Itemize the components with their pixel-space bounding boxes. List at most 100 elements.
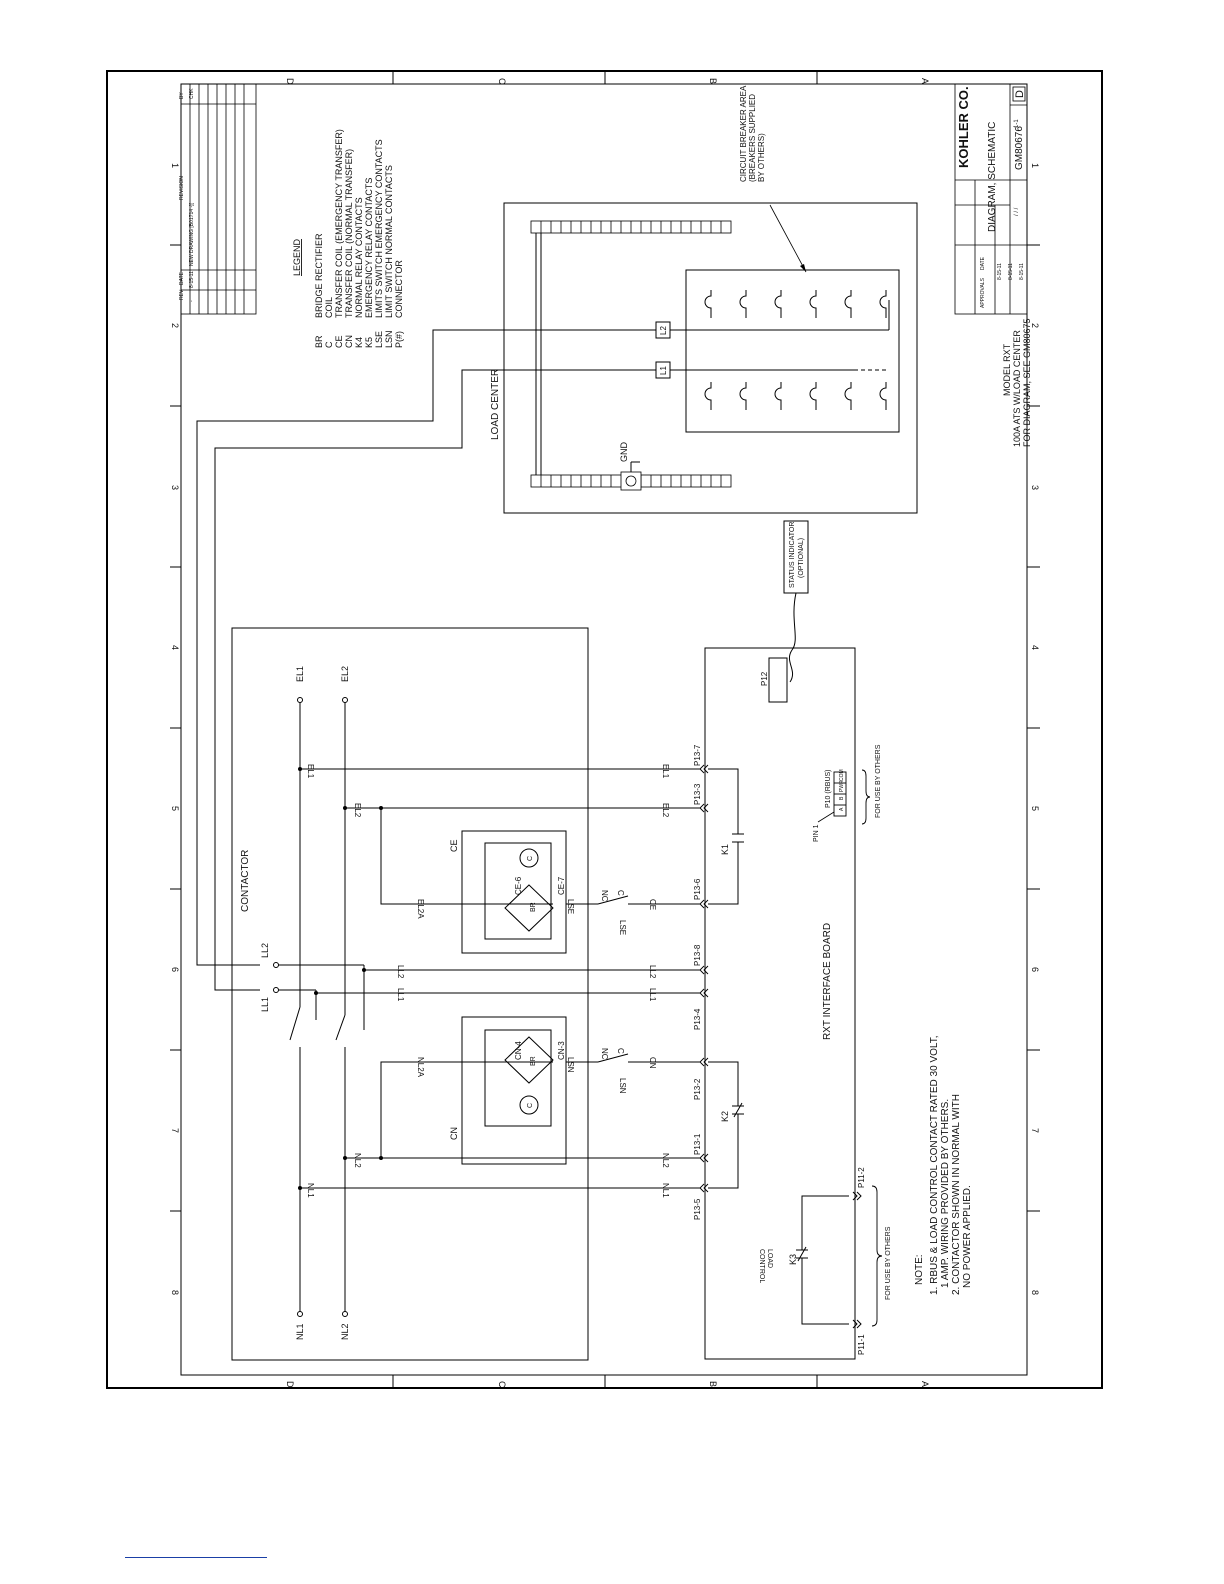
zone-label: A (920, 1381, 930, 1387)
k2-label: K2 (720, 1111, 730, 1122)
cn-coil-box (461, 1016, 567, 1165)
zone-number: 1 (170, 163, 180, 168)
p11-1-label: P11-1 (857, 1334, 866, 1355)
legend-desc: EMERGENCY RELAY CONTACTS (364, 178, 374, 318)
legend: LEGEND BR C CE CN K4 K5 LSE LSN P(#) BRI… (292, 129, 404, 348)
breaker-note: CIRCUIT BREAKER AREA (BREAKERS SUPPLIED … (739, 85, 766, 182)
load-center (503, 202, 918, 514)
p10-pin: PWR (839, 780, 845, 792)
p11-for-use: FOR USE BY OTHERS (885, 1226, 892, 1300)
zone-label: B (708, 78, 718, 84)
cn-term-a: CN-4 (514, 1041, 523, 1060)
zone-number: 4 (1030, 645, 1040, 650)
cn-coil (519, 1095, 539, 1115)
rev-header: REV (179, 289, 185, 300)
zone-letters-top: D C B A D C B A (285, 78, 930, 1388)
status-indicator (783, 520, 809, 594)
l1-label: L1 (659, 366, 668, 375)
neutral-bar-rails (535, 233, 640, 475)
zone-label: C (497, 1381, 507, 1388)
l2-label: L2 (659, 326, 668, 335)
zone-number: 3 (170, 485, 180, 490)
nl1-terminal: NL1 (295, 1323, 305, 1340)
wire-label: LSE (566, 899, 575, 914)
wire-label: EL2A (416, 899, 425, 919)
zone-number: 6 (170, 967, 180, 972)
wire-label: LSN (566, 1057, 575, 1073)
zone-ticks (170, 71, 1040, 1388)
breaker-note-line: BY OTHERS) (757, 133, 766, 182)
zone-label: D (285, 78, 295, 85)
p10-label: P10 (RBUS) (825, 769, 832, 808)
rev-header: BY (179, 92, 185, 99)
ce-term-b: CE-7 (557, 876, 566, 895)
zone-number: 6 (1030, 967, 1040, 972)
title-block (954, 83, 1028, 315)
wire-label: LL1 (396, 988, 405, 1002)
legend-desc: LIMIT SWITCH NORMAL CONTACTS (384, 165, 394, 318)
zone-label: D (285, 1381, 295, 1388)
el2-terminal: EL2 (340, 666, 350, 682)
zone-number: 4 (170, 645, 180, 650)
wire-label: NL1 (661, 1183, 670, 1198)
scale-value: / / / (1014, 207, 1020, 216)
wire-label: EL2 (661, 803, 670, 818)
status-indicator-line: (OPTIONAL) (798, 538, 805, 578)
zone-label: B (708, 1381, 718, 1387)
load-control-line: LOAD (766, 1249, 773, 1268)
cn-coil-letter: C (527, 1103, 534, 1108)
wire-labels: EL1 EL1 EL2 EL2 EL2A LSE CE LL2 LL2 LL1 … (306, 764, 670, 1198)
note-line: 1. RBUS & LOAD CONTROL CONTACT RATED 30 … (929, 1036, 940, 1296)
ll1-terminal: LL1 (260, 997, 270, 1012)
board-connectors: P13-7 P13-3 P13-6 P13-8 P13-4 P13-2 P13-… (693, 744, 702, 1220)
legend-code: CE (334, 335, 344, 348)
switch-label: LSN (618, 1078, 627, 1094)
pin-label: P13-3 (693, 783, 702, 805)
k3-label: K3 (788, 1254, 798, 1265)
switch-label: LSE (618, 920, 627, 935)
zone-number: 5 (170, 806, 180, 811)
k3-wiring (796, 1191, 862, 1329)
model-note: MODEL RXT 100A ATS W/LOAD CENTER FOR DIA… (1002, 318, 1032, 447)
ce-br-label: BR (530, 902, 537, 912)
wire-label: CN (648, 1057, 657, 1069)
wire-label: EL1 (661, 764, 670, 779)
neutral-bar-top (530, 220, 732, 234)
legend-code: LSE (374, 331, 384, 348)
legend-code: K5 (364, 337, 374, 348)
ce-label: CE (449, 839, 459, 852)
drawing-title: DIAGRAM, SCHEMATIC (987, 122, 998, 232)
p10-pins: A B PWR COM (839, 769, 845, 811)
zone-number: 8 (170, 1290, 180, 1295)
zone-number: 7 (1030, 1128, 1040, 1133)
note-line: 1 AMP. WIRING PROVIDED BY OTHERS. (940, 1099, 951, 1288)
status-cable (788, 592, 797, 683)
model-line: MODEL RXT (1002, 343, 1012, 396)
zone-number: 1 (1030, 163, 1040, 168)
zone-number: 3 (1030, 485, 1040, 490)
arrow-head (800, 264, 806, 272)
breaker-note-line: CIRCUIT BREAKER AREA (739, 85, 748, 182)
p11-brace (871, 1185, 883, 1327)
switch-contact: C (616, 1048, 625, 1054)
model-line: 100A ATS W/LOAD CENTER (1012, 330, 1022, 447)
p11-2-label: P11-2 (857, 1167, 866, 1188)
load-center-label: LOAD CENTER (490, 369, 501, 440)
neutral-bar-bottom (530, 471, 732, 491)
ce-coil-box (461, 830, 567, 954)
legend-code: C (324, 341, 334, 348)
breakers (704, 290, 887, 410)
p10-brace (861, 769, 871, 825)
switch-contact: C (616, 890, 625, 896)
switch-contact: NC (600, 1048, 609, 1060)
contactor-box (231, 627, 589, 1361)
zone-numbers: 1 2 3 4 5 6 7 8 1 2 3 4 5 6 7 8 (170, 163, 1040, 1295)
p10-for-use: FOR USE BY OTHERS (875, 744, 882, 818)
contactor-terminals (273, 697, 348, 1317)
k1-label: K1 (720, 844, 730, 855)
wire-label: LL2 (648, 965, 657, 979)
legend-desc: TRANSFER COIL (NORMAL TRANSFER) (344, 149, 354, 318)
rev-cell: - (189, 300, 195, 302)
board-label: RXT INTERFACE BOARD (822, 923, 833, 1040)
pin-label: P13-4 (693, 1008, 702, 1030)
